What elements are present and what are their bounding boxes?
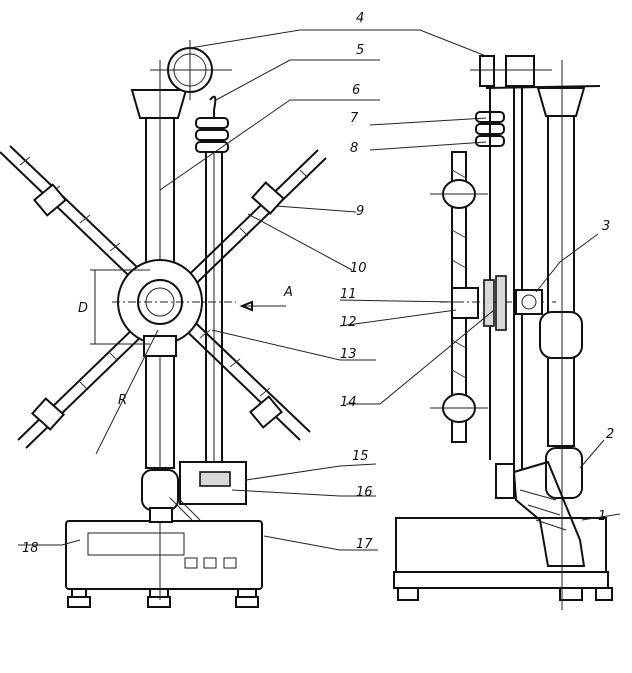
label-6: 6 [352, 83, 360, 98]
dimension-r-label: R [118, 393, 127, 408]
side-foot-2 [559, 587, 583, 601]
display-window [87, 532, 185, 556]
label-17: 17 [356, 537, 373, 552]
view-a-label: A [283, 285, 293, 300]
foot-pad-2 [147, 596, 171, 608]
side-shaft-block [515, 289, 543, 315]
foot-pad-3 [235, 596, 259, 608]
arm-clamp-top-left [32, 183, 68, 217]
weight-stack-1 [195, 117, 229, 129]
label-10: 10 [350, 261, 367, 276]
label-11: 11 [340, 287, 357, 302]
side-top-block [505, 55, 535, 87]
label-9: 9 [356, 204, 364, 219]
label-16: 16 [356, 485, 373, 500]
side-column-lower-collar [545, 447, 583, 499]
foot-1 [71, 588, 87, 598]
dimension-d-label: D [78, 301, 88, 316]
side-hub [451, 287, 479, 319]
front-view: D R A [0, 40, 327, 608]
label-5: 5 [356, 43, 364, 58]
column-top-cup [130, 89, 188, 119]
hook [209, 95, 217, 118]
arm-clamp-bottom-left [30, 397, 66, 431]
side-belt [512, 460, 586, 567]
side-foot-1 [397, 587, 419, 601]
hub-bracket [143, 335, 177, 357]
side-column-collar [539, 311, 583, 359]
label-7: 7 [350, 111, 359, 126]
weight-stack-2 [195, 129, 229, 141]
control-button-1 [184, 557, 198, 569]
leader-lines [18, 29, 621, 551]
weight-stack-3 [195, 141, 229, 153]
side-column-top-cup [536, 87, 586, 117]
arm-clamp-bottom-right [248, 395, 284, 429]
column-foot [149, 507, 173, 523]
side-base [395, 517, 607, 573]
column-collar [141, 469, 179, 511]
label-12: 12 [340, 315, 357, 330]
label-1: 1 [598, 509, 606, 524]
label-4: 4 [356, 11, 364, 26]
label-18: 18 [22, 541, 39, 556]
side-foot-3 [595, 587, 613, 601]
label-8: 8 [350, 141, 358, 156]
side-main-column [547, 115, 575, 447]
side-top-pulley [479, 55, 495, 87]
label-13: 13 [340, 347, 357, 362]
part-labels: 4 5 6 7 8 9 10 11 12 13 14 15 16 17 18 3… [22, 11, 614, 556]
foot-3 [237, 588, 257, 598]
foot-2 [149, 588, 169, 598]
control-button-2 [203, 557, 217, 569]
label-15: 15 [352, 449, 369, 464]
label-14: 14 [340, 395, 357, 410]
foot-pad-1 [67, 596, 91, 608]
side-disk-2 [495, 275, 507, 331]
side-lower-clamp [495, 463, 515, 499]
side-base-plate [393, 571, 609, 589]
label-2: 2 [606, 427, 614, 442]
control-button-3 [223, 557, 237, 569]
side-shaft-bolt [521, 294, 537, 310]
label-3: 3 [602, 219, 610, 234]
lower-bracket-block [199, 471, 231, 487]
side-disk-1 [483, 279, 495, 327]
side-view [393, 55, 613, 610]
